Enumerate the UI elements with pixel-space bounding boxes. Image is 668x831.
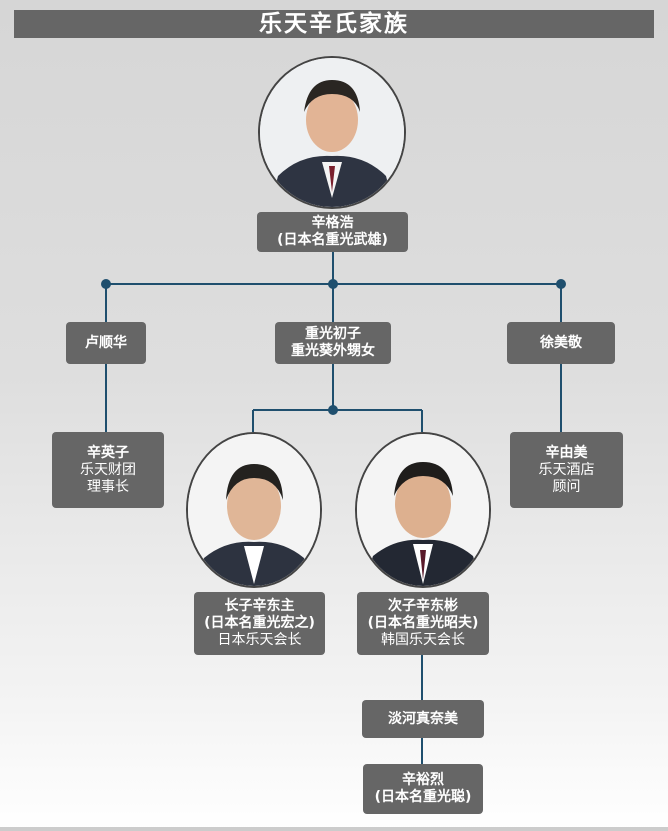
daughter-right-name: 辛由美 xyxy=(545,444,588,461)
founder-name: 辛格浩 xyxy=(311,215,354,231)
founder-name-box: 辛格浩 (日本名重光武雄) xyxy=(257,212,408,252)
daughter-left-title: 乐天财团 xyxy=(80,461,136,478)
son1-alias: (日本名重光宏之) xyxy=(204,615,315,631)
son2-wife-box: 淡河真奈美 xyxy=(362,700,484,738)
son2-name: 次子辛东彬 xyxy=(388,598,458,614)
junction-dot xyxy=(328,405,338,415)
daughter-right-box: 辛由美 乐天酒店 顾问 xyxy=(510,432,623,508)
bottom-rule xyxy=(0,827,668,831)
daughter-left-name: 辛英子 xyxy=(87,444,129,461)
junction-dot xyxy=(556,279,566,289)
son1-box: 长子辛东主 (日本名重光宏之) 日本乐天会长 xyxy=(194,592,325,655)
wife-right-name: 徐美敬 xyxy=(540,334,582,351)
wife-left-box: 卢顺华 xyxy=(66,322,146,364)
wife-mid-note: 重光葵外甥女 xyxy=(291,343,375,359)
daughter-left-title-2: 理事长 xyxy=(87,478,129,495)
son2-box: 次子辛东彬 (日本名重光昭夫) 韩国乐天会长 xyxy=(357,592,489,655)
son1-title: 日本乐天会长 xyxy=(217,632,302,648)
son2-photo xyxy=(355,432,491,588)
son2-wife-name: 淡河真奈美 xyxy=(388,710,458,727)
son1-photo xyxy=(186,432,322,588)
grandson-name: 辛裕烈 xyxy=(402,772,444,788)
wife-mid-name: 重光初子 xyxy=(305,326,361,342)
wife-mid-box: 重光初子 重光葵外甥女 xyxy=(275,322,391,364)
junction-dot xyxy=(101,279,111,289)
founder-photo xyxy=(258,56,406,209)
wife-left-name: 卢顺华 xyxy=(85,334,127,351)
daughter-left-box: 辛英子 乐天财团 理事长 xyxy=(52,432,164,508)
grandson-box: 辛裕烈 (日本名重光聪) xyxy=(363,764,483,814)
grandson-alias: (日本名重光聪) xyxy=(374,789,472,805)
daughter-right-title: 乐天酒店 xyxy=(538,461,595,478)
page-title: 乐天辛氏家族 xyxy=(14,10,654,38)
junction-dot xyxy=(328,279,338,289)
son2-alias: (日本名重光昭夫) xyxy=(367,615,479,631)
founder-alias: (日本名重光武雄) xyxy=(277,232,388,248)
daughter-right-title-2: 顾问 xyxy=(552,478,581,495)
son1-name: 长子辛东主 xyxy=(224,598,295,614)
wife-right-box: 徐美敬 xyxy=(507,322,615,364)
son2-title: 韩国乐天会长 xyxy=(381,632,465,648)
